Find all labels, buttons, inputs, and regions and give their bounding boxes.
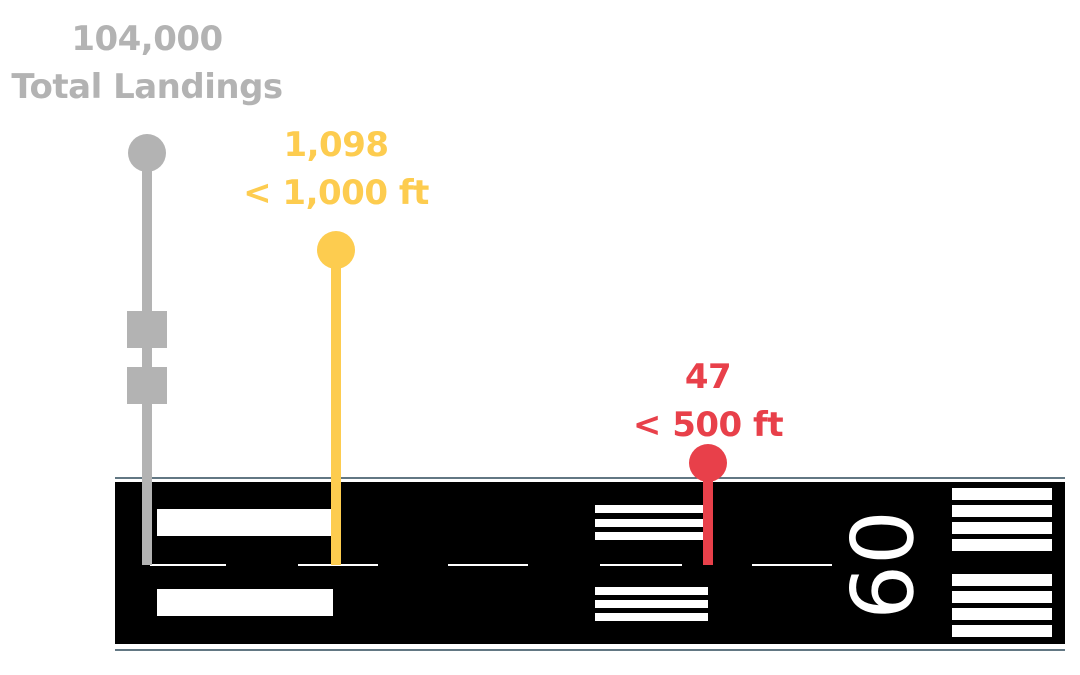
stem-break-marker <box>127 367 167 404</box>
bar-total-landings: 104,000 Total Landings <box>11 19 283 565</box>
bar-below-500ft: 47 < 500 ft <box>633 357 784 565</box>
category-label: Total Landings <box>11 67 282 107</box>
bar-head <box>317 231 355 269</box>
value-label: 1,098 <box>283 125 388 165</box>
tdz-marker-top <box>595 505 705 540</box>
stem-break-marker <box>127 311 167 348</box>
touchdown-bar-top <box>157 509 333 536</box>
bar-head <box>689 444 727 482</box>
value-label: 104,000 <box>71 19 222 59</box>
tdz-marker-bottom <box>595 587 708 621</box>
threshold-markings <box>952 488 1052 637</box>
category-label: < 1,000 ft <box>243 173 429 213</box>
bar-head <box>128 134 166 172</box>
value-label: 47 <box>685 357 731 397</box>
bar-below-1000ft: 1,098 < 1,000 ft <box>243 125 430 565</box>
touchdown-bar-bottom <box>157 589 333 616</box>
category-label: < 500 ft <box>633 405 783 445</box>
runway-designator: 09 <box>829 510 929 619</box>
runway: 09 <box>115 477 1065 651</box>
bars: 104,000 Total Landings 1,098 < 1,000 ft … <box>11 19 784 565</box>
